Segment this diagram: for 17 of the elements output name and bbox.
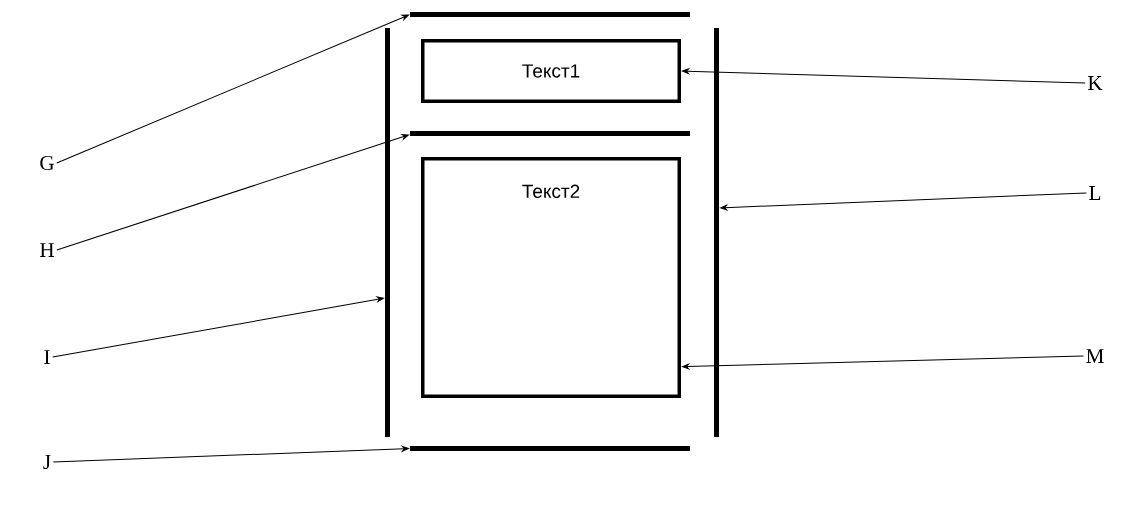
callout-letter: G — [40, 155, 54, 171]
bar — [410, 131, 690, 136]
callout-letter: I — [44, 350, 50, 364]
leader-arrow — [56, 14, 410, 164]
leader-arrow — [56, 134, 409, 251]
callout-letter: H — [40, 243, 54, 257]
text-box: Текст1 — [421, 39, 681, 103]
callout-letter: J — [43, 455, 51, 469]
leader-arrow — [681, 355, 1084, 370]
callout-letter: K — [1088, 76, 1103, 90]
leader-arrow — [681, 68, 1086, 84]
callout-letter: M — [1086, 349, 1104, 363]
callout-letter: L — [1089, 186, 1101, 200]
leader-arrow — [52, 445, 409, 463]
text-box: Текст2 — [421, 157, 681, 398]
leader-arrow — [720, 192, 1087, 211]
leader-arrow — [52, 296, 384, 358]
